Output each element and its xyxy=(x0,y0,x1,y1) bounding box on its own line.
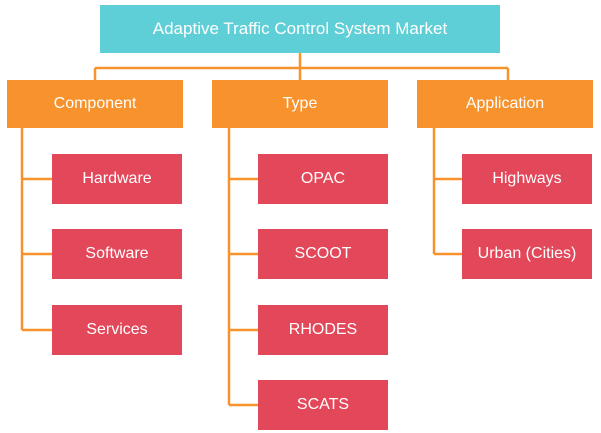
leaf-services: Services xyxy=(52,305,182,355)
leaf-software: Software xyxy=(52,229,182,279)
category-application: Application xyxy=(417,80,593,128)
leaf-urban-cities: Urban (Cities) xyxy=(462,229,592,279)
leaf-highways: Highways xyxy=(462,154,592,204)
category-type: Type xyxy=(212,80,388,128)
category-component: Component xyxy=(7,80,183,128)
leaf-scats: SCATS xyxy=(258,380,388,430)
leaf-rhodes: RHODES xyxy=(258,305,388,355)
root-node: Adaptive Traffic Control System Market xyxy=(100,5,500,53)
leaf-scoot: SCOOT xyxy=(258,229,388,279)
leaf-hardware: Hardware xyxy=(52,154,182,204)
leaf-opac: OPAC xyxy=(258,154,388,204)
